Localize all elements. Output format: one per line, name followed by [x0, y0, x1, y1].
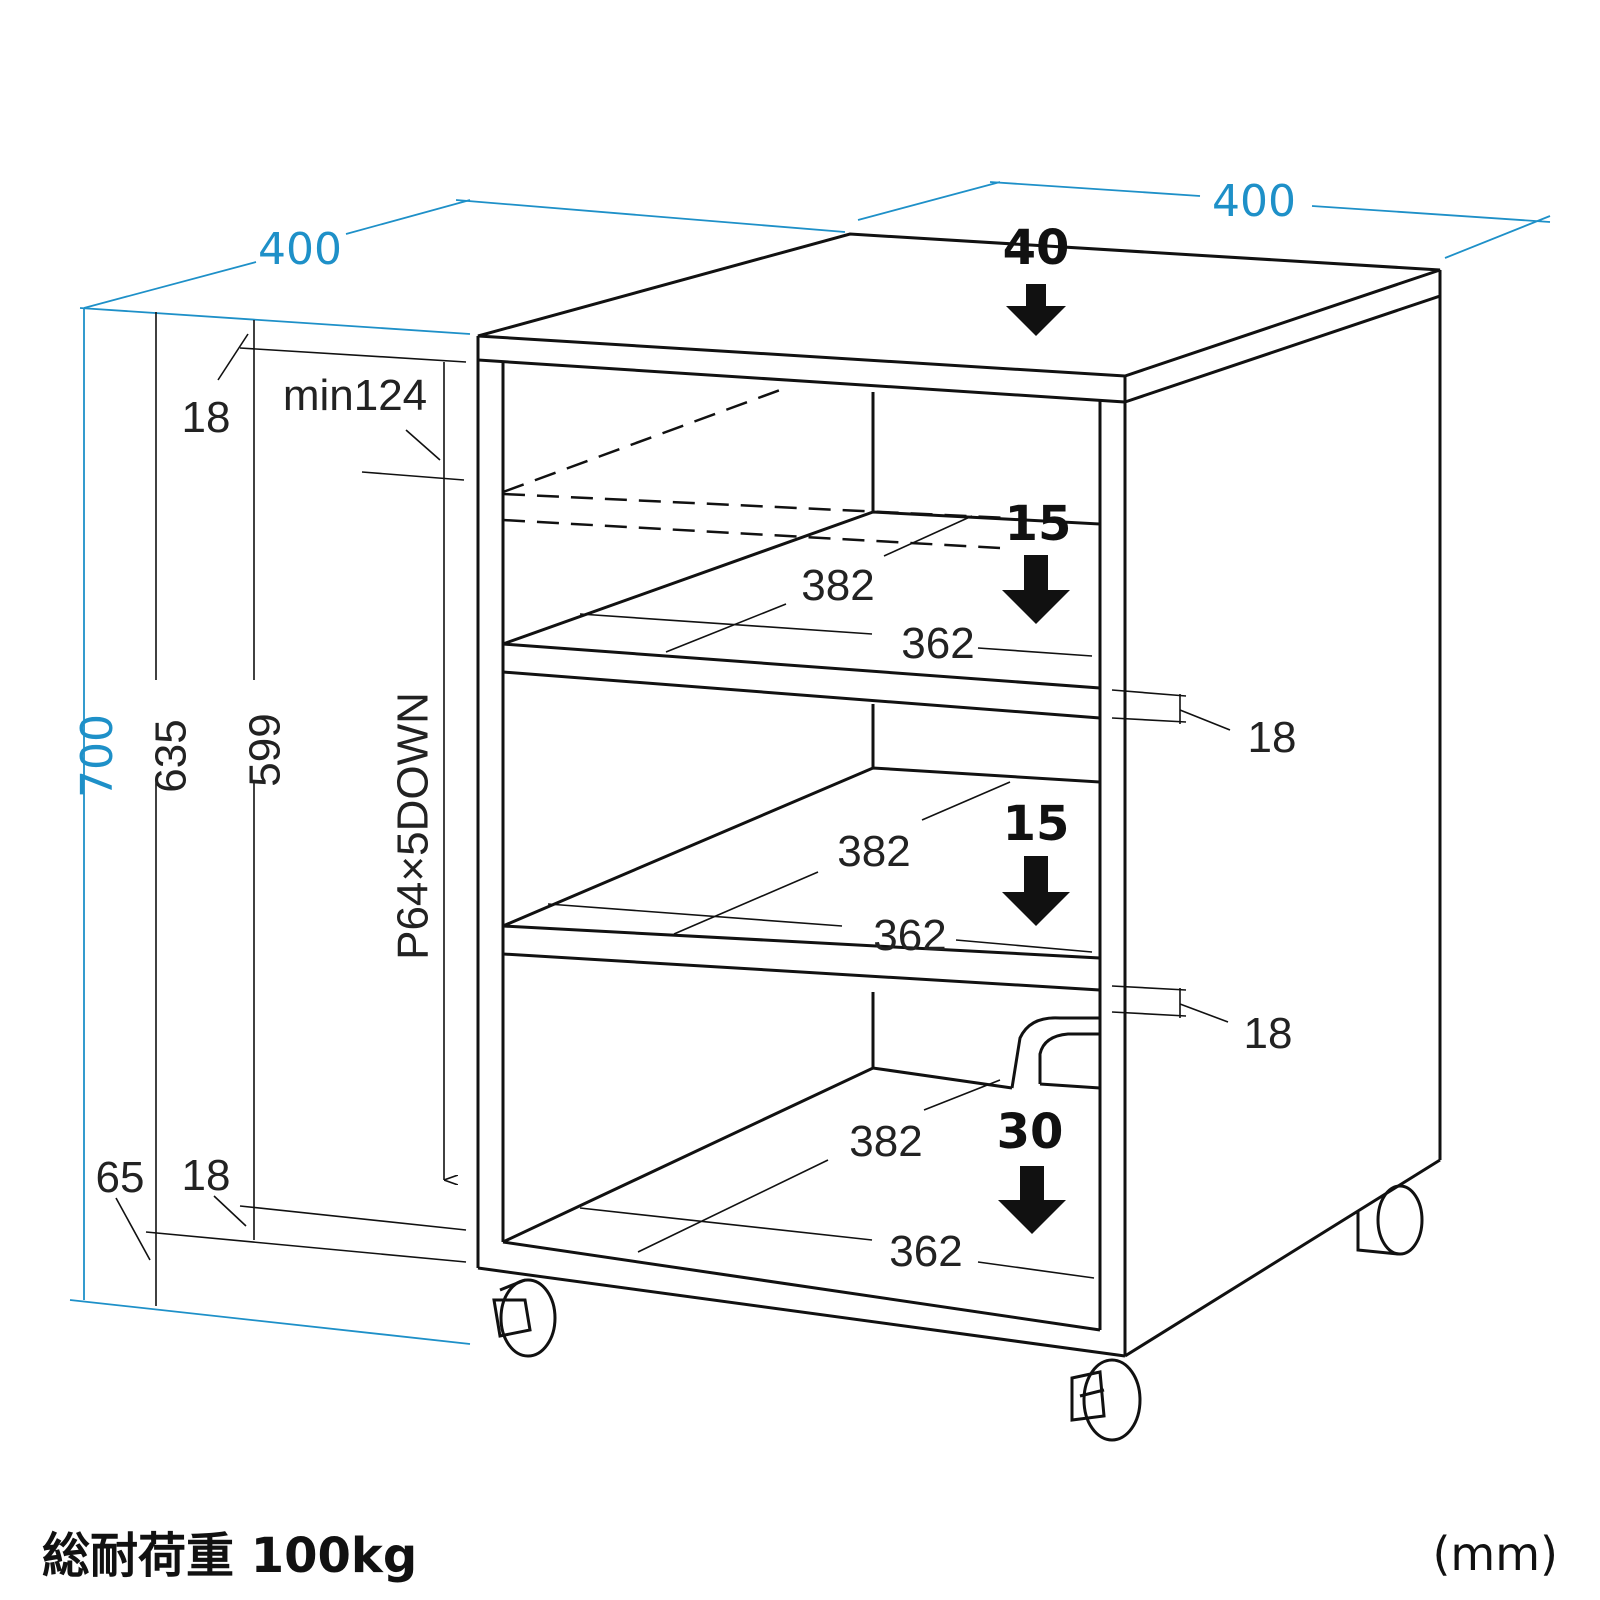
shelf2-depth-label: 382 [837, 827, 910, 876]
depth-label: 400 [1212, 176, 1296, 227]
shelf-1 [501, 510, 1102, 720]
down-arrow-icon [1002, 856, 1070, 926]
unit-label: (mm) [1432, 1527, 1558, 1581]
shelf2-load-label: 15 [1003, 796, 1070, 852]
shelf-2 [501, 766, 1102, 992]
shelf1-depth-label: 382 [801, 561, 874, 610]
down-arrow-icon [1002, 555, 1070, 624]
top-thickness-label: 18 [182, 393, 231, 442]
down-arrow-icon [1006, 284, 1066, 336]
load-arrows [998, 284, 1070, 1234]
shelf1-thickness-label: 18 [1248, 713, 1297, 762]
adjustable-shelf-indicator [502, 388, 1009, 550]
pitch-label: P64×5DOWN [389, 692, 438, 960]
bottom-width-label: 362 [889, 1227, 962, 1276]
bottom-load-label: 30 [997, 1104, 1064, 1160]
inner-height-label: 635 [147, 719, 196, 792]
cable-cutout [1010, 1016, 1100, 1089]
shelf-span-label: 599 [241, 713, 290, 786]
bottom-depth-label: 382 [849, 1117, 922, 1166]
overall-dimensions [69, 181, 1551, 1345]
height-label: 700 [72, 714, 123, 798]
top-load-label: 40 [1003, 220, 1070, 276]
bottom-thickness-label: 18 [182, 1151, 231, 1200]
down-arrow-icon [998, 1166, 1066, 1234]
width-label: 400 [258, 224, 342, 275]
shelf2-thickness-label: 18 [1244, 1009, 1293, 1058]
inner-dimensions [115, 312, 1231, 1306]
min-gap-label: min124 [283, 371, 427, 420]
caster-back-right [1356, 1184, 1424, 1256]
shelf2-width-label: 362 [873, 911, 946, 960]
shelf1-width-label: 362 [901, 619, 974, 668]
cabinet-body [476, 232, 1442, 1358]
bottom-shelf [502, 1066, 1101, 1244]
caster-front-left [492, 1278, 557, 1358]
shelf1-load-label: 15 [1005, 496, 1072, 552]
total-capacity-label: 総耐荷重 100kg [42, 1528, 417, 1584]
top-panel [477, 232, 1441, 378]
caster-front-right [1070, 1358, 1142, 1442]
caster-height-label: 65 [96, 1153, 145, 1202]
